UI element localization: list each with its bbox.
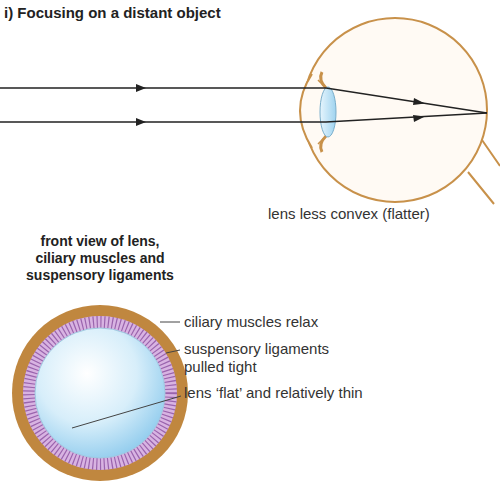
eye-lens — [320, 87, 336, 137]
arrowhead — [413, 115, 425, 122]
view-heading: front view of lens, ciliary muscles and … — [20, 233, 180, 284]
leader-line — [72, 396, 181, 428]
ligament — [318, 80, 324, 144]
part-label: lens less convex (flatter) — [268, 205, 430, 223]
part-label: suspensory ligaments pulled tight — [184, 340, 344, 376]
arrowhead — [136, 118, 146, 126]
cornea — [300, 74, 312, 148]
outer-ring — [12, 305, 188, 481]
leader-line — [160, 322, 180, 323]
ligament-stripes — [29, 322, 171, 464]
ray-arrows — [136, 84, 425, 126]
light-ray — [0, 113, 487, 122]
light-rays — [0, 88, 487, 122]
leader-line — [166, 350, 180, 353]
front-view — [12, 305, 188, 481]
leader-lines — [72, 322, 181, 428]
eyeball — [303, 18, 487, 202]
front-lens — [35, 328, 165, 458]
light-ray — [0, 88, 487, 113]
arrowhead — [136, 84, 146, 92]
part-label: lens ‘flat’ and relatively thin — [184, 384, 363, 402]
ciliary-ring — [23, 316, 177, 470]
diagram-title: i) Focusing on a distant object — [4, 4, 221, 22]
part-label: ciliary muscles relax — [184, 313, 318, 331]
arrowhead — [413, 98, 425, 105]
